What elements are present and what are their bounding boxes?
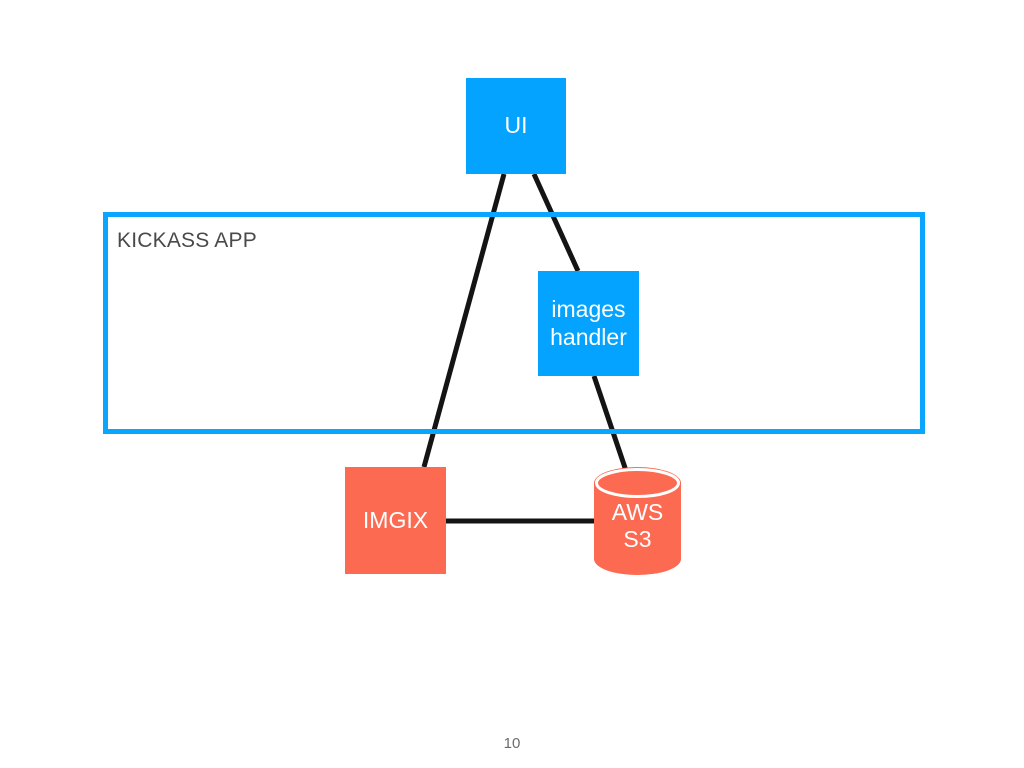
group-title-label: KICKASS APP bbox=[117, 229, 257, 252]
node-imgix[interactable]: IMGIX bbox=[345, 467, 446, 574]
node-images-handler-label: images handler bbox=[550, 296, 627, 350]
node-images-handler[interactable]: images handler bbox=[538, 271, 639, 376]
group-container-kickass-app[interactable]: KICKASS APP bbox=[103, 212, 925, 434]
node-ui-label: UI bbox=[504, 112, 528, 139]
node-ui[interactable]: UI bbox=[466, 78, 566, 174]
node-aws-s3-label: AWS S3 bbox=[611, 498, 664, 552]
node-imgix-label: IMGIX bbox=[362, 506, 429, 533]
node-aws-s3[interactable]: AWS S3 bbox=[594, 467, 681, 575]
page-number: 10 bbox=[503, 735, 521, 752]
